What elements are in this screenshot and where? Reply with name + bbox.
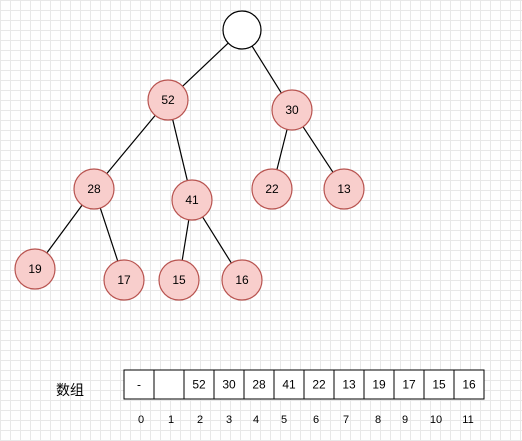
array-cell-value: 16 — [462, 378, 476, 392]
array-index-label: 2 — [197, 414, 203, 426]
tree-node-17: 17 — [103, 259, 145, 301]
tree-node-41: 41 — [171, 179, 213, 221]
array-index-label: 8 — [375, 414, 381, 426]
array-cell-value: 52 — [192, 378, 206, 392]
array-cell-value: 22 — [312, 378, 326, 392]
tree-edge-root-n30 — [251, 45, 282, 94]
node-circle — [222, 10, 262, 50]
tree-edge-n41-n16 — [202, 216, 232, 264]
tree-edges — [46, 42, 334, 264]
tree-edge-n28-n19 — [46, 204, 83, 254]
tree-edge-n52-n28 — [106, 114, 156, 175]
array-indices: 0 1 2 3 4 5 6 7 8 9 10 11 — [138, 414, 474, 426]
array-cell-1 — [153, 369, 185, 400]
node-label: 41 — [185, 193, 199, 207]
node-label: 19 — [28, 262, 42, 276]
node-label: 30 — [285, 103, 299, 117]
array-index-label: 10 — [430, 414, 442, 426]
node-circle — [158, 259, 200, 301]
node-circle — [221, 259, 263, 301]
array-cell-value: 28 — [252, 378, 266, 392]
array-cell-6 — [303, 369, 335, 400]
array-index-label: 3 — [226, 414, 232, 426]
node-label: 22 — [265, 182, 279, 196]
tree-node-13: 13 — [323, 168, 365, 210]
array-index-label: 4 — [253, 414, 259, 426]
node-label: 13 — [337, 182, 351, 196]
array-index-label: 9 — [402, 414, 408, 426]
tree-node-15: 15 — [158, 259, 200, 301]
array-cell-value: 19 — [372, 378, 386, 392]
tree-node-30: 30 — [271, 89, 313, 131]
array-index-label: 7 — [343, 414, 349, 426]
array-cell-7 — [333, 369, 365, 400]
array-index-label: 6 — [313, 414, 319, 426]
node-circle — [251, 168, 293, 210]
array-cell-4 — [243, 369, 275, 400]
node-circle — [147, 79, 189, 121]
node-label: 28 — [87, 182, 101, 196]
array-index-label: 11 — [462, 414, 473, 426]
array-cell-value: 17 — [402, 378, 416, 392]
node-label: 52 — [161, 93, 175, 107]
node-label: 16 — [235, 273, 249, 287]
tree-edge-n30-n22 — [276, 129, 288, 170]
array-index-label: 1 — [168, 414, 174, 426]
tree-node-52: 52 — [147, 79, 189, 121]
node-circle — [323, 168, 365, 210]
array-cell-value: - — [137, 378, 141, 392]
node-circle — [271, 89, 313, 131]
array-cell-value: 41 — [282, 378, 296, 392]
tree-node-root — [222, 10, 262, 50]
array-cell-value: 13 — [342, 378, 356, 392]
array-label: 数组 — [56, 382, 84, 398]
tree-nodes: 52 30 28 41 22 13 19 17 15 16 — [14, 10, 365, 301]
array-cells: - 52 30 28 41 22 13 19 17 15 16 — [123, 369, 485, 400]
tree-edge-root-n52 — [182, 42, 229, 87]
tree-edge-n52-n41 — [172, 119, 188, 181]
array-index-label: 0 — [138, 414, 144, 426]
node-label: 15 — [172, 273, 186, 287]
node-circle — [171, 179, 213, 221]
array-cell-11 — [453, 369, 485, 400]
array-cell-value: 30 — [222, 378, 236, 392]
node-label: 17 — [117, 273, 131, 287]
tree-node-19: 19 — [14, 248, 56, 290]
array-cell-5 — [273, 369, 305, 400]
tree-edge-n41-n15 — [181, 219, 190, 261]
node-circle — [103, 259, 145, 301]
node-circle — [73, 168, 115, 210]
tree-node-16: 16 — [221, 259, 263, 301]
array-table: 数组 - 52 30 28 41 22 13 19 17 15 16 0 1 2 3 4 5 6 7 8 9 10 11 — [56, 369, 485, 426]
array-cell-value: 15 — [432, 378, 446, 392]
tree-edge-n28-n17 — [99, 207, 119, 262]
tree-edge-n30-n13 — [302, 126, 334, 173]
node-circle — [14, 248, 56, 290]
tree-node-28: 28 — [73, 168, 115, 210]
tree-node-22: 22 — [251, 168, 293, 210]
array-index-label: 5 — [281, 414, 287, 426]
